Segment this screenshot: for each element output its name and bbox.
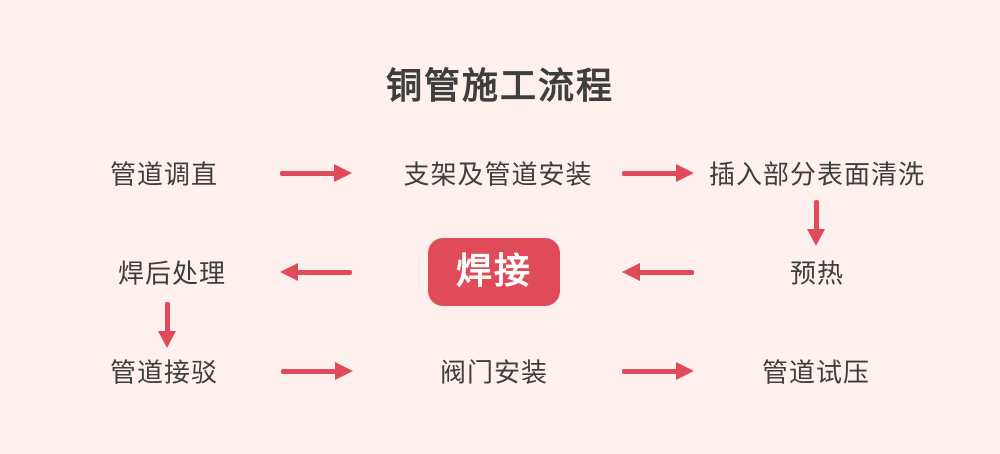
step-pipe-connection: 管道接驳 xyxy=(109,358,219,389)
step-insert-surface-cleaning: 插入部分表面清洗 xyxy=(708,160,926,191)
arrow-valve-to-pressure-icon xyxy=(622,361,694,381)
arrow-install-to-cleaning-icon xyxy=(622,163,694,183)
arrow-cleaning-to-preheat-icon xyxy=(806,200,826,246)
arrow-postweld-to-connection-icon xyxy=(157,302,177,348)
arrow-welding-to-postweld-icon xyxy=(280,262,352,282)
page-title: 铜管施工流程 xyxy=(385,66,615,107)
step-valve-installation: 阀门安装 xyxy=(439,358,549,389)
step-welding: 焊接 xyxy=(427,238,561,306)
step-pipe-straightening: 管道调直 xyxy=(109,160,219,191)
arrow-preheat-to-welding-icon xyxy=(622,262,694,282)
step-preheating: 预热 xyxy=(789,259,845,290)
arrow-connection-to-valve-icon xyxy=(281,361,353,381)
step-pipe-pressure-test: 管道试压 xyxy=(761,358,871,389)
step-bracket-pipe-installation: 支架及管道安装 xyxy=(403,160,593,191)
arrow-straighten-to-install-icon xyxy=(280,163,352,183)
step-post-weld-treatment: 焊后处理 xyxy=(117,259,227,290)
